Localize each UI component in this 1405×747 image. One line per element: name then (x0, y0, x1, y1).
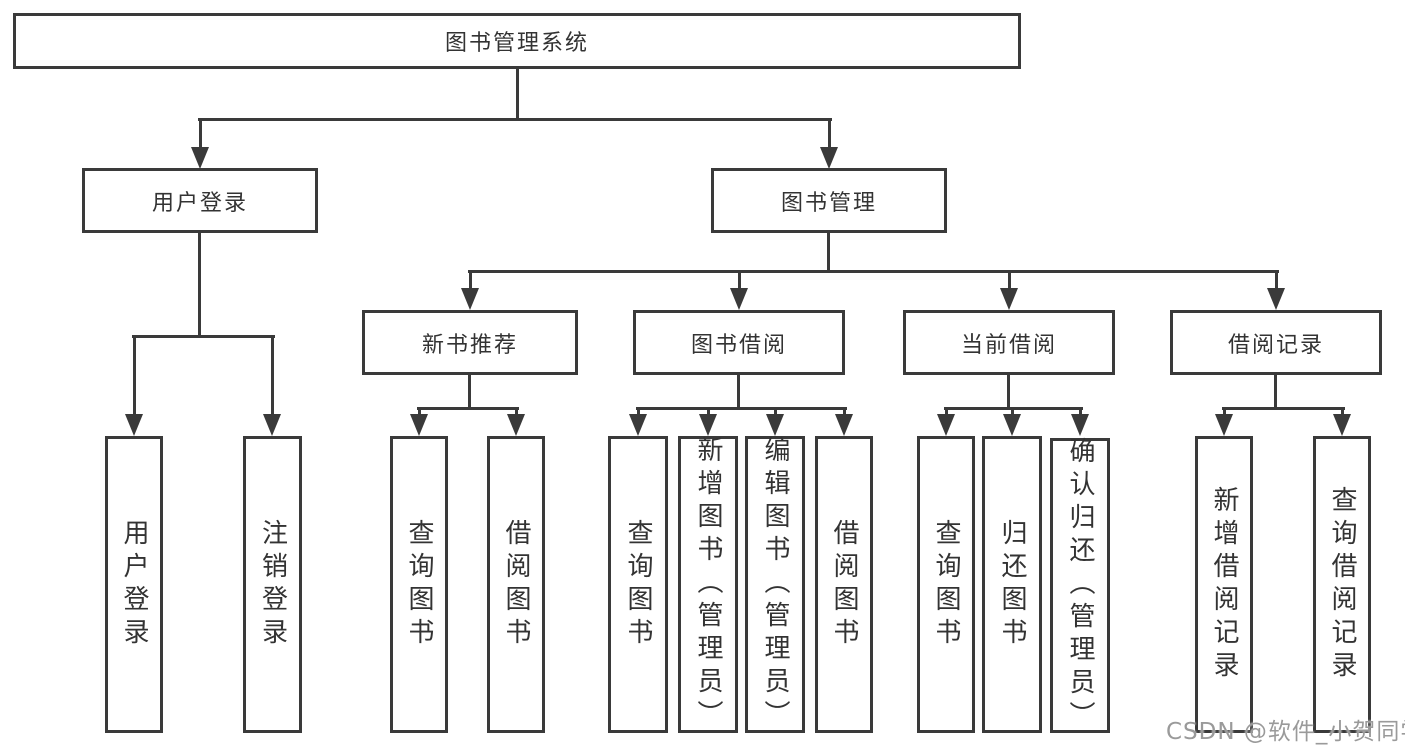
node-label: 图书管理系统 (444, 31, 589, 56)
leaf-label: 确认归还（管理员） (1065, 437, 1095, 734)
node-label: 用户登录 (151, 190, 248, 216)
connector-line (417, 407, 519, 410)
connector-line (737, 373, 740, 409)
connector-line (1222, 407, 1345, 410)
connector-line (198, 230, 201, 337)
connector-line (516, 66, 519, 120)
leaf-edit-books-admin: 编辑图书（管理员） (745, 436, 805, 733)
connector-arrow (820, 120, 838, 169)
connector-line (827, 230, 830, 273)
connector-arrow (1215, 409, 1233, 436)
connector-arrow (1267, 272, 1285, 310)
connector-arrow (507, 409, 525, 436)
leaf-label: 查询图书 (623, 518, 653, 651)
node-book-management-branch: 图书管理 (711, 168, 947, 233)
leaf-confirm-return-admin: 确认归还（管理员） (1050, 437, 1110, 734)
node-library-management-system: 图书管理系统 (13, 13, 1021, 69)
connector-line (468, 270, 1279, 273)
leaf-label: 查询图书 (404, 518, 434, 651)
leaf-label: 归还图书 (997, 518, 1027, 651)
node-book-borrowing: 图书借阅 (633, 310, 845, 375)
connector-arrow (629, 409, 647, 436)
leaf-label: 编辑图书（管理员） (760, 436, 790, 733)
leaf-borrow-books-recommend: 借阅图书 (487, 436, 545, 733)
connector-line (198, 118, 832, 121)
connector-arrow (461, 272, 479, 310)
node-label: 当前借阅 (960, 332, 1057, 358)
leaf-label: 用户登录 (119, 518, 149, 651)
leaf-add-borrow-record: 新增借阅记录 (1195, 436, 1253, 733)
leaf-label: 注销登录 (257, 518, 288, 651)
node-borrowing-records: 借阅记录 (1170, 310, 1382, 375)
connector-arrow (1071, 409, 1089, 436)
leaf-user-login: 用户登录 (105, 436, 163, 733)
node-label: 借阅记录 (1227, 332, 1324, 358)
node-new-book-recommend: 新书推荐 (362, 310, 578, 375)
node-user-login-branch: 用户登录 (82, 168, 318, 233)
leaf-borrow-books-borrowing: 借阅图书 (815, 436, 873, 733)
connector-line (636, 407, 847, 410)
connector-arrow (1003, 409, 1021, 436)
connector-line (132, 335, 275, 338)
connector-arrow (766, 409, 784, 436)
connector-arrow (937, 409, 955, 436)
leaf-label: 查询图书 (931, 518, 961, 651)
leaf-label: 借阅图书 (829, 518, 859, 651)
connector-line (1007, 373, 1010, 409)
leaf-logout: 注销登录 (243, 436, 302, 733)
connector-arrow (191, 120, 209, 169)
leaf-label: 借阅图书 (501, 518, 531, 651)
csdn-watermark: CSDN @软件_小贺同学 (1166, 719, 1405, 745)
connector-arrow (1000, 272, 1018, 310)
connector-arrow (835, 409, 853, 436)
leaf-return-books: 归还图书 (982, 436, 1042, 733)
node-label: 新书推荐 (421, 332, 518, 358)
leaf-label: 查询借阅记录 (1327, 485, 1357, 684)
leaf-query-books-current: 查询图书 (917, 436, 975, 733)
node-label: 图书管理 (780, 190, 877, 216)
connector-line (468, 373, 471, 409)
connector-arrow (699, 409, 717, 436)
connector-arrow (125, 337, 143, 436)
connector-arrow (730, 272, 748, 310)
leaf-query-borrow-record: 查询借阅记录 (1313, 436, 1371, 733)
node-label: 图书借阅 (690, 332, 787, 358)
leaf-query-books-recommend: 查询图书 (390, 436, 448, 733)
connector-arrow (410, 409, 428, 436)
leaf-query-books-borrowing: 查询图书 (608, 436, 668, 733)
connector-line (1274, 373, 1277, 409)
leaf-label: 新增借阅记录 (1209, 485, 1239, 684)
leaf-add-books-admin: 新增图书（管理员） (678, 436, 738, 733)
connector-arrow (263, 337, 281, 436)
leaf-label: 新增图书（管理员） (693, 436, 723, 733)
connector-line (944, 407, 1083, 410)
node-current-borrowing: 当前借阅 (903, 310, 1115, 375)
connector-arrow (1333, 409, 1351, 436)
